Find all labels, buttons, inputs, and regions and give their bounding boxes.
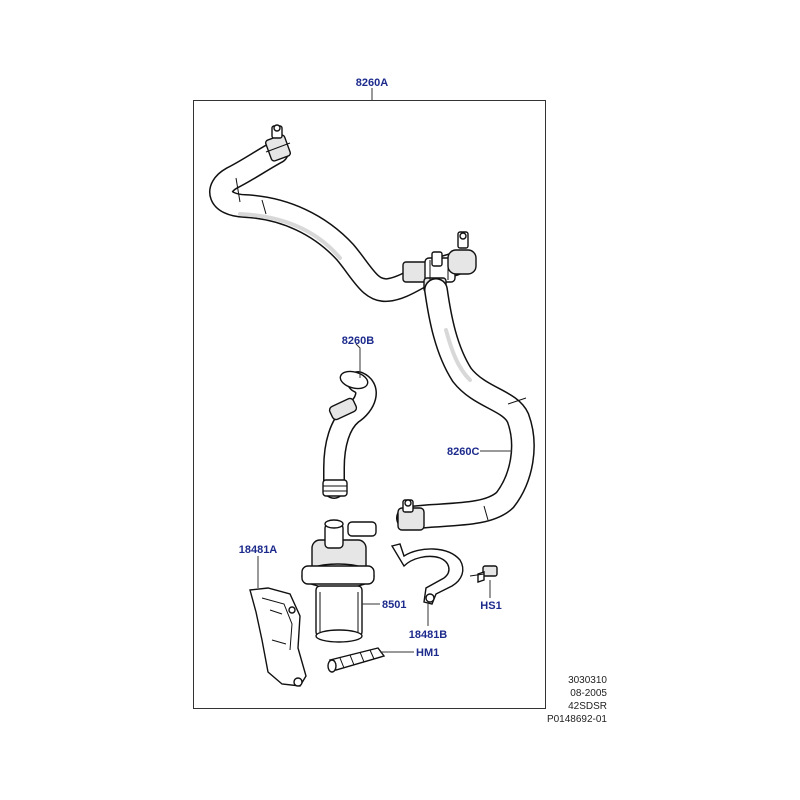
reference-line-4: P0148692-01 [547, 714, 607, 725]
callout-8260A: 8260A [356, 77, 388, 89]
hose-clip-lower [397, 499, 425, 531]
hose-8260A [209, 140, 467, 303]
callout-8501: 8501 [382, 599, 406, 611]
callout-8260C: 8260C [447, 446, 479, 458]
hose-clip-top-left [264, 124, 292, 162]
callout-18481B: 18481B [409, 629, 448, 641]
callout-18481A: 18481A [239, 544, 278, 556]
coolant-pump-8501 [301, 519, 377, 643]
reference-line-1: 3030310 [568, 675, 607, 686]
reference-line-2: 08-2005 [570, 688, 607, 699]
reference-line-3: 42SDSR [568, 701, 607, 712]
hose-8260B [322, 370, 377, 499]
diagram-frame [193, 100, 546, 709]
callout-HS1: HS1 [480, 600, 501, 612]
reference-block: 3030310 08-2005 42SDSR P0148692-01 [547, 675, 607, 725]
bolt-HS1 [469, 565, 498, 583]
callout-HM1: HM1 [416, 647, 439, 659]
hose-t-junction [402, 231, 477, 293]
leader-lines [257, 88, 512, 653]
bracket-18481B [390, 543, 464, 605]
bracket-18481A [249, 587, 307, 687]
sleeve-HM1 [327, 647, 386, 673]
callout-8260B: 8260B [342, 335, 374, 347]
hose-8260C [396, 278, 535, 530]
